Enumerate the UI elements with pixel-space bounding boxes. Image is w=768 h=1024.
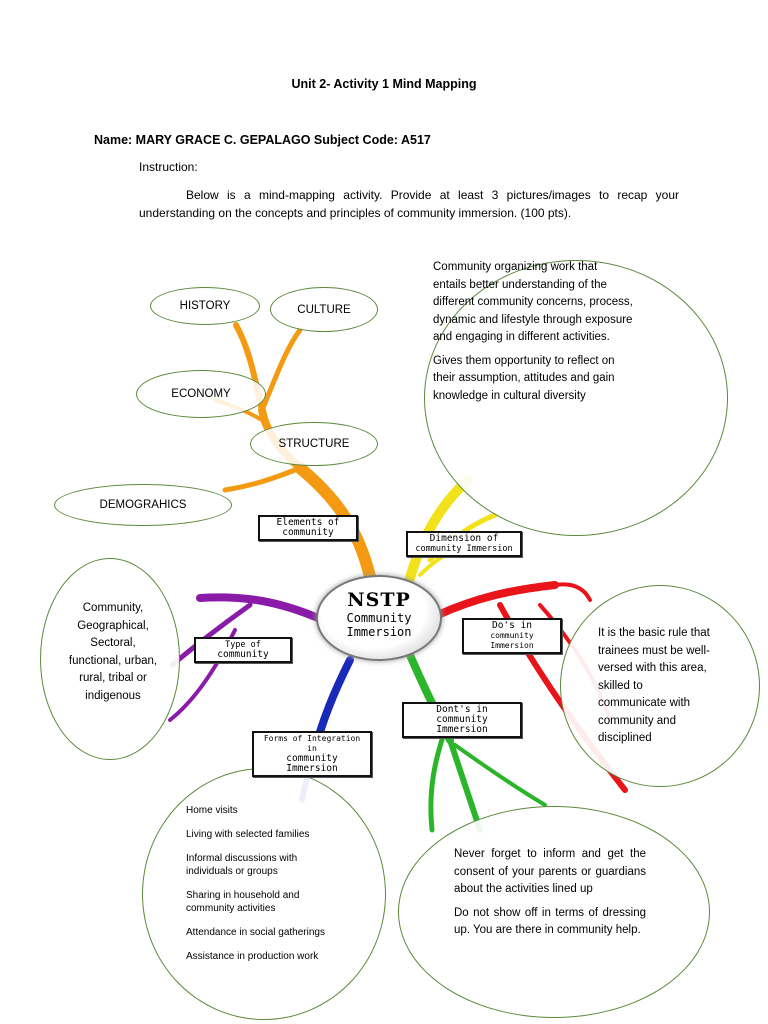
label-line: Do's in xyxy=(491,620,533,631)
label-line: community Immersion xyxy=(490,631,534,650)
label-line: Dont's in xyxy=(436,704,488,715)
dos-text: It is the basic rule that trainees must … xyxy=(598,627,710,744)
label-line: community Immersion xyxy=(286,753,338,774)
demographics-label: DEMOGRAHICS xyxy=(99,499,187,511)
center-title: NSTP xyxy=(347,589,411,611)
label-line: Elements of xyxy=(276,517,340,528)
dimension-para-2: Gives them opportunity to reflect on the… xyxy=(433,354,615,402)
culture-label: CULTURE xyxy=(297,303,351,316)
label-line: Type of xyxy=(225,640,261,650)
donts-branch xyxy=(406,651,547,833)
list-item: Sharing in household and community activ… xyxy=(186,890,300,914)
economy-oval: ECONOMY xyxy=(136,370,266,418)
donts-label: Dont's in community Immersion xyxy=(402,702,522,738)
elements-of-community-label: Elements of community xyxy=(258,515,358,541)
dimension-label: Dimension of community Immersion xyxy=(406,531,522,557)
dos-label: Do's in community Immersion xyxy=(462,618,562,654)
list-item: Assistance in production work xyxy=(186,951,319,962)
structure-oval: STRUCTURE xyxy=(250,422,378,466)
label-line: community xyxy=(282,527,334,538)
donts-circle xyxy=(398,806,710,1018)
dimension-text: Community organizing work that entails b… xyxy=(433,259,633,411)
label-line: Forms of Integration in xyxy=(263,734,361,753)
structure-label: STRUCTURE xyxy=(278,438,350,450)
center-node: NSTP Community Immersion xyxy=(316,575,442,661)
student-name-line: Name: MARY GRACE C. GEPALAGO Subject Cod… xyxy=(94,133,431,147)
dimension-circle xyxy=(424,260,728,536)
culture-oval: CULTURE xyxy=(270,287,378,332)
label-line: community xyxy=(217,649,269,660)
economy-label: ECONOMY xyxy=(171,388,231,400)
page-title: Unit 2- Activity 1 Mind Mapping xyxy=(291,77,477,91)
label-line: Dimension of xyxy=(429,533,499,544)
forms-list: Home visits Living with selected familie… xyxy=(186,804,346,974)
label-line: community Immersion xyxy=(415,544,513,554)
type-circle xyxy=(40,558,180,760)
center-line-1: Community xyxy=(346,611,412,625)
dos-circle xyxy=(560,585,760,787)
instruction-text: Below is a mind-mapping activity. Provid… xyxy=(139,188,679,220)
instruction-heading: Instruction: xyxy=(139,160,198,174)
forms-label: Forms of Integration in community Immers… xyxy=(252,731,372,777)
center-line-2: Immersion xyxy=(346,625,412,639)
type-text: Community, Geographical, Sectoral, funct… xyxy=(68,602,158,702)
donts-para-2: Do not show off in terms of dressing up.… xyxy=(454,906,646,937)
forms-circle xyxy=(142,768,386,1020)
dimension-para-1: Community organizing work that entails b… xyxy=(433,261,633,343)
list-item: Informal discussions with individuals or… xyxy=(186,853,298,877)
donts-text: Never forget to inform and get the conse… xyxy=(454,846,646,946)
label-line: community Immersion xyxy=(436,714,488,735)
donts-para-1: Never forget to inform and get the conse… xyxy=(454,848,646,895)
list-item: Attendance in social gatherings xyxy=(186,927,325,938)
history-label: HISTORY xyxy=(179,300,231,312)
type-of-community-label: Type of community xyxy=(194,637,292,663)
list-item: Living with selected families xyxy=(186,829,310,840)
demographics-oval: DEMOGRAHICS xyxy=(54,484,232,526)
history-oval: HISTORY xyxy=(150,287,260,325)
list-item: Home visits xyxy=(186,805,238,816)
